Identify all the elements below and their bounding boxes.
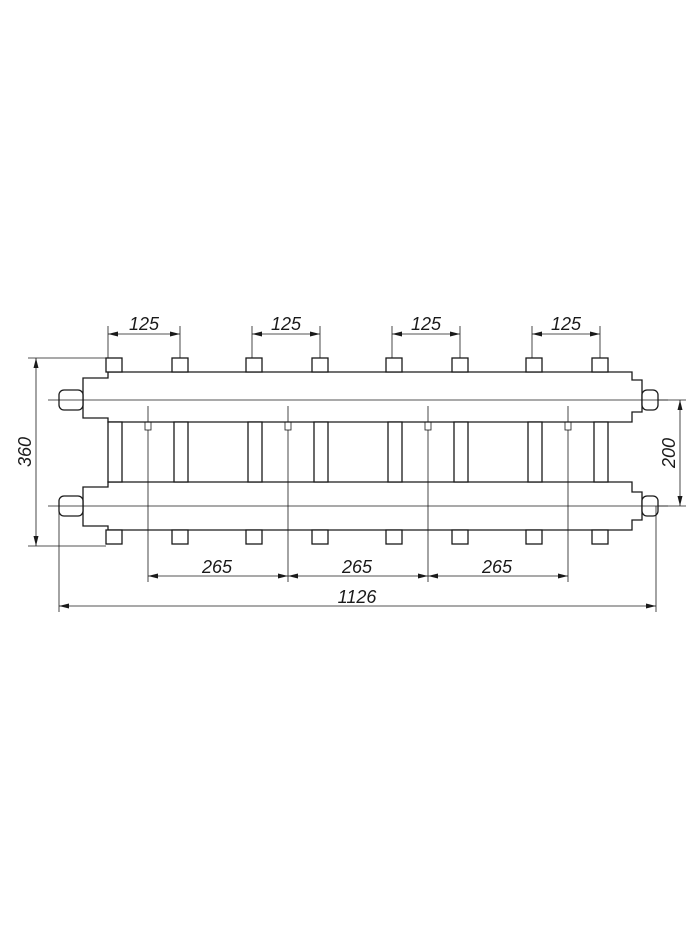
dim-label-200: 200	[659, 438, 679, 469]
dim-label-360: 360	[15, 437, 35, 467]
dim-label-125-3: 125	[411, 314, 442, 334]
center-lines	[48, 399, 668, 507]
bottom-connection-pipes	[105, 529, 609, 545]
dim-label-125-1: 125	[129, 314, 160, 334]
dim-label-265-3: 265	[481, 557, 513, 577]
dimension-labels: 125 125 125 125 265 265 265 1126 360 200	[15, 314, 679, 607]
dim-label-265-2: 265	[341, 557, 373, 577]
extension-lines	[28, 326, 686, 612]
dim-label-125-4: 125	[551, 314, 582, 334]
manifold-body	[82, 371, 643, 531]
dim-label-1126: 1126	[338, 587, 378, 607]
dim-label-125-2: 125	[271, 314, 302, 334]
dim-label-265-1: 265	[201, 557, 233, 577]
top-connection-pipes	[105, 357, 609, 373]
dimension-lines	[33, 331, 683, 609]
